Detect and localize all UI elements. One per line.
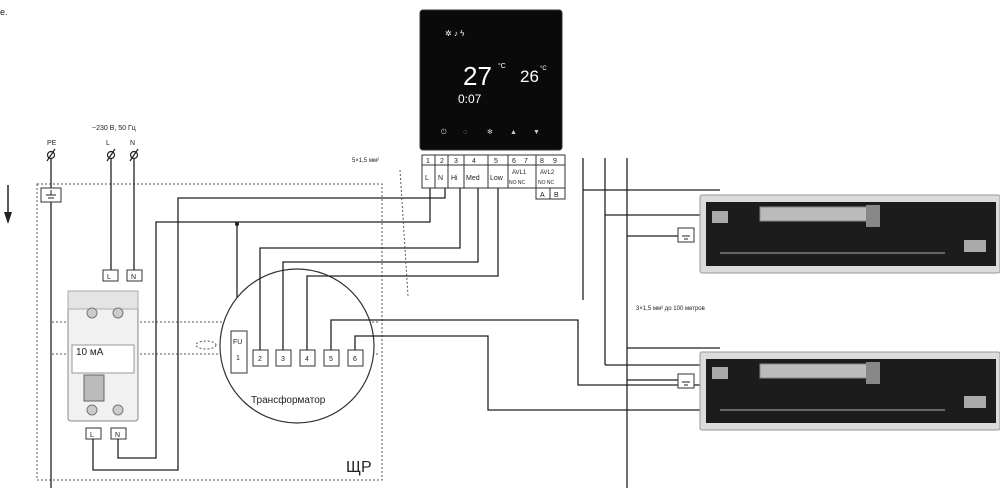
svg-text:Hi: Hi bbox=[451, 175, 458, 182]
fu-label: FU bbox=[233, 339, 242, 346]
svg-text:B: B bbox=[554, 192, 559, 199]
convector-top bbox=[699, 194, 1000, 274]
svg-text:4: 4 bbox=[472, 158, 476, 165]
thermostat: ✲ ♪ ϟ 27 °C 26 °C 0:07 ⏻ ◌ ✻ ▲ ▼ bbox=[419, 9, 563, 151]
panel-enclosure bbox=[36, 183, 383, 481]
svg-text:7: 7 bbox=[524, 158, 528, 165]
transformer bbox=[219, 268, 375, 424]
svg-text:5: 5 bbox=[329, 356, 333, 363]
thermo-mode: ✲ ♪ ϟ bbox=[445, 29, 465, 38]
thermo-btn-down: ▼ bbox=[533, 129, 540, 136]
svg-text:4: 4 bbox=[305, 356, 309, 363]
svg-text:Low: Low bbox=[490, 175, 504, 182]
svg-text:AVL2: AVL2 bbox=[540, 170, 555, 176]
svg-text:L: L bbox=[425, 175, 429, 182]
corner-text: e. bbox=[0, 7, 8, 17]
rcd-rating: 10 мА bbox=[76, 347, 104, 358]
svg-text:9: 9 bbox=[553, 158, 557, 165]
cable2-label: 3×1,5 мм² до 100 метров bbox=[636, 306, 705, 312]
thermo-temp2: 26 bbox=[520, 67, 539, 86]
arrow-down-icon bbox=[4, 185, 12, 224]
thermo-btn-mode: ◌ bbox=[463, 129, 467, 136]
supply-l: L bbox=[106, 140, 110, 147]
svg-text:Med: Med bbox=[466, 175, 480, 182]
svg-text:N: N bbox=[438, 175, 443, 182]
svg-text:8: 8 bbox=[540, 158, 544, 165]
ground-icon bbox=[677, 227, 695, 389]
svg-text:2: 2 bbox=[258, 356, 262, 363]
svg-text:AVL1: AVL1 bbox=[512, 170, 527, 176]
svg-text:5: 5 bbox=[494, 158, 498, 165]
svg-text:3: 3 bbox=[281, 356, 285, 363]
supply-voltage: ~230 В, 50 Гц bbox=[92, 125, 136, 132]
supply-n: N bbox=[130, 140, 135, 147]
svg-text:2: 2 bbox=[440, 158, 444, 165]
svg-text:A: A bbox=[540, 192, 545, 199]
svg-text:°C: °C bbox=[540, 66, 547, 72]
fu-num: 1 bbox=[236, 355, 240, 362]
pe-ground bbox=[40, 159, 62, 488]
rcd-breaker: 10 мА bbox=[67, 290, 139, 422]
thermo-time: 0:07 bbox=[458, 92, 482, 106]
svg-text:NO NC: NO NC bbox=[509, 180, 526, 186]
svg-text:°C: °C bbox=[498, 62, 506, 70]
rcd-top-n: N bbox=[131, 274, 136, 281]
supply-terminals bbox=[46, 148, 139, 162]
rcd-bot-n: N bbox=[115, 432, 120, 439]
thermo-temp1: 27 bbox=[463, 61, 492, 91]
panel-label: ЩР bbox=[346, 459, 372, 476]
svg-text:6: 6 bbox=[512, 158, 516, 165]
rcd-bot-l: L bbox=[90, 432, 94, 439]
svg-text:6: 6 bbox=[353, 356, 357, 363]
convector-bottom bbox=[699, 351, 1000, 431]
cable1-label: 5×1,5 мм² bbox=[352, 158, 379, 164]
thermo-btn-fan: ✻ bbox=[487, 128, 493, 136]
svg-text:NO NC: NO NC bbox=[538, 180, 555, 186]
svg-text:1: 1 bbox=[426, 158, 430, 165]
svg-text:3: 3 bbox=[454, 158, 458, 165]
supply-pe: PE bbox=[47, 140, 57, 147]
transformer-label: Трансформатор bbox=[251, 394, 326, 406]
terminal-block: 1 2 3 4 5 6 7 8 9 L N Hi Med Low AVL1 NO… bbox=[421, 154, 566, 200]
thermo-btn-power: ⏻ bbox=[441, 128, 447, 136]
rcd-top-l: L bbox=[107, 274, 111, 281]
thermo-btn-up: ▲ bbox=[510, 129, 517, 136]
transformer-terms: 2 3 4 5 6 bbox=[252, 349, 364, 367]
